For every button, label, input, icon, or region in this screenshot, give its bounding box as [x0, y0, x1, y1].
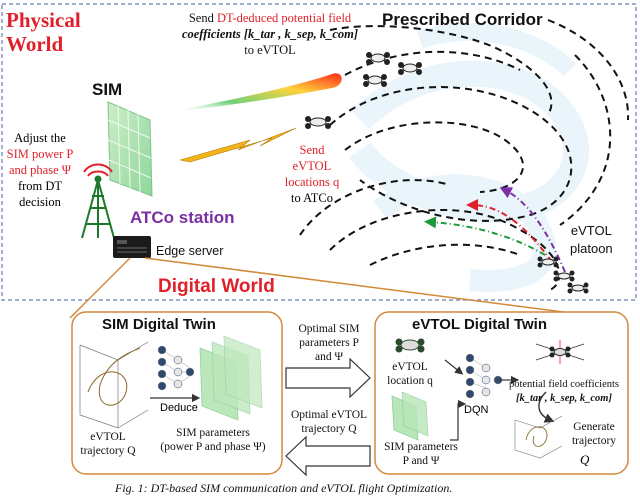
send-evtol-annotation: Send eVTOL locations q to ATCo: [282, 142, 342, 206]
optimal-sim-line2: parameters P: [299, 337, 359, 349]
lightning-icon: [179, 127, 297, 163]
atco-station-label: ATCo station: [130, 208, 235, 227]
generated-trajectory-icon: [514, 415, 563, 459]
evtol-drone-icons: [305, 52, 589, 294]
send-evtol-line2: locations q: [284, 175, 340, 189]
digital-evtol-icon: [395, 338, 425, 353]
deduce-label: Deduce: [160, 402, 198, 414]
evtol-sim-params-line2: P and Ψ: [402, 455, 440, 467]
edge-server-label: Edge server: [156, 244, 224, 258]
send-dt-line2: coefficients [k_tar , k_sep, k_com]: [181, 27, 359, 41]
optimal-traj-line2: trajectory Q: [301, 423, 357, 435]
sim-label: SIM: [92, 80, 123, 99]
corridor-band: [349, 23, 590, 292]
sim-twin-trajectory-label: eVTOL trajectory Q: [78, 430, 138, 458]
edge-server-icon: [113, 236, 151, 258]
evtol-sim-params-label: SIM parameters P and Ψ: [382, 440, 460, 468]
send-dt-annotation: Send DT-deduced potential field coeffici…: [170, 10, 370, 58]
digital-sim-small-icon: [391, 391, 429, 441]
generate-trajectory-label: Generate trajectory: [566, 420, 622, 448]
trajectory-label-line1: eVTOL: [90, 431, 126, 443]
optimal-sim-label: Optimal SIM parameters P and Ψ: [284, 322, 374, 364]
platoon-line1: eVTOL: [570, 223, 612, 238]
send-evtol-line1: Send eVTOL: [292, 143, 332, 173]
trajectory-label-line2: trajectory Q: [80, 445, 136, 457]
dqn-label: DQN: [464, 404, 489, 416]
adjust-line1: Adjust the: [14, 131, 66, 145]
platoon-line2: platoon: [570, 241, 613, 256]
figure-caption: Fig. 1: DT-based SIM communication and e…: [115, 481, 453, 495]
sim-params-line1: SIM parameters: [176, 427, 250, 439]
evtol-sim-params-line1: SIM parameters: [384, 441, 458, 453]
corridor-lines: [299, 19, 630, 291]
evtol-twin-title: eVTOL Digital Twin: [412, 316, 548, 333]
generate-line1: Generate: [573, 421, 615, 433]
adjust-line3: and phase Ψ: [9, 163, 71, 177]
adjust-line2: SIM power P: [6, 147, 74, 161]
sim-panel-icon: [107, 101, 153, 197]
atco-tower-icon: [81, 163, 115, 239]
send-dt-line3: to eVTOL: [244, 43, 296, 57]
send-evtol-line3: to ATCo: [290, 191, 334, 205]
sim-params-label: SIM parameters (power P and phase Ψ): [148, 426, 278, 454]
dqn-net-icon: [465, 353, 503, 399]
generated-q-symbol: Q: [580, 452, 590, 467]
adjust-line4: from DT: [17, 179, 63, 193]
evtol-location-line1: eVTOL: [392, 361, 428, 373]
arrow-left-hollow: [285, 435, 371, 477]
physical-world-title: Physical World: [6, 8, 81, 56]
potential-field-icon: [535, 340, 585, 364]
send-dt-red: DT-deduced potential field: [216, 11, 352, 25]
send-dt-prefix: Send: [188, 11, 217, 25]
optimal-sim-line1: Optimal SIM: [298, 323, 360, 335]
adjust-annotation: Adjust the SIM power P and phase Ψ from …: [2, 130, 78, 210]
evtol-location-label: eVTOL location q: [378, 360, 442, 388]
adjust-line5: decision: [19, 195, 61, 209]
sim-params-line2: (power P and phase Ψ): [160, 441, 266, 453]
optimal-traj-line1: Optimal eVTOL: [290, 409, 368, 421]
pf-line1: potential field coefficients: [508, 379, 619, 390]
digital-world-title: Digital World: [158, 276, 275, 297]
optimal-trajectory-label: Optimal eVTOL trajectory Q: [282, 408, 376, 436]
corridor-label: Prescribed Corridor: [382, 10, 543, 29]
evtol-location-line2: location q: [387, 375, 433, 387]
physical-title-line2: World: [6, 32, 64, 56]
pf-line2: [k_tar , k_sep, k_com]: [516, 393, 612, 404]
evtol-platoon-label: eVTOL platoon: [570, 222, 613, 258]
sim-digital-icon: [199, 335, 263, 421]
optimal-sim-line3: and Ψ: [315, 351, 343, 363]
neural-net-icon: [157, 345, 195, 391]
sim-twin-title: SIM Digital Twin: [102, 316, 216, 333]
pf-coefficients-label: potential field coefficients [k_tar , k_…: [502, 378, 626, 406]
physical-title-line1: Physical: [6, 8, 81, 32]
generate-line2: trajectory: [571, 435, 617, 447]
physical-world-frame: [1, 3, 637, 301]
arrow-right-hollow: [285, 357, 371, 399]
trajectory-plot-icon: [79, 341, 149, 429]
beam-icon: [170, 73, 342, 112]
